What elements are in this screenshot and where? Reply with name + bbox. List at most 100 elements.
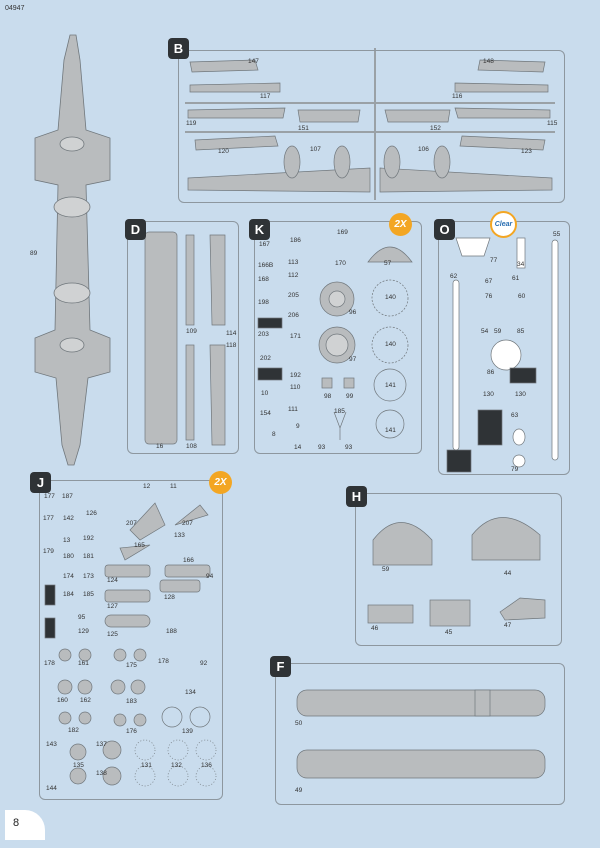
part-123: 123: [521, 148, 532, 155]
part-16: 16: [156, 443, 164, 450]
part-124: 124: [107, 577, 118, 584]
part-174: 174: [63, 573, 74, 580]
part-92: 92: [200, 660, 208, 667]
part-171: 171: [290, 333, 301, 340]
part-178a: 178: [44, 660, 55, 667]
part-77: 77: [490, 257, 498, 264]
part-62: 62: [450, 273, 458, 280]
part-79: 79: [511, 466, 519, 473]
part-132: 132: [171, 762, 182, 769]
frame-label-k: K: [249, 219, 270, 240]
sprue-f-parts: [296, 689, 546, 779]
frame-label-j: J: [30, 472, 51, 493]
frame-o: [438, 221, 570, 475]
part-54: 54: [481, 328, 489, 335]
part-13: 13: [63, 537, 71, 544]
part-134: 134: [185, 689, 196, 696]
part-170: 170: [335, 260, 346, 267]
frame-label-f: F: [270, 656, 291, 677]
sprue-h-parts: [367, 517, 546, 627]
part-192j: 192: [83, 535, 94, 542]
part-142: 142: [63, 515, 74, 522]
badge-2x-j: 2X: [209, 471, 232, 494]
part-118: 118: [226, 342, 237, 349]
part-10: 10: [261, 390, 269, 397]
part-44: 44: [504, 570, 512, 577]
part-125: 125: [107, 631, 118, 638]
page-number-tab: 8: [5, 810, 45, 840]
part-117: 117: [260, 93, 271, 100]
part-76: 76: [485, 293, 493, 300]
part-178b: 178: [158, 658, 169, 665]
part-173: 173: [83, 573, 94, 580]
part-108: 108: [186, 443, 197, 450]
part-14: 14: [294, 444, 302, 451]
part-183: 183: [126, 698, 137, 705]
part-106: 106: [418, 146, 429, 153]
part-144: 144: [46, 785, 57, 792]
part-147: 147: [248, 58, 259, 65]
part-186: 186: [290, 237, 301, 244]
part-140a: 140: [385, 294, 396, 301]
part-167: 167: [259, 241, 270, 248]
part-151: 151: [298, 125, 309, 132]
part-60: 60: [518, 293, 526, 300]
part-203: 203: [258, 331, 269, 338]
part-192: 192: [290, 372, 301, 379]
part-11: 11: [170, 483, 177, 490]
part-119: 119: [186, 120, 197, 127]
part-61: 61: [512, 275, 520, 282]
part-93a: 93: [318, 444, 326, 451]
frame-label-d: D: [125, 219, 146, 240]
sprue-d-parts: [144, 231, 226, 446]
frame-h: [355, 493, 562, 646]
sprue-o-parts: [446, 237, 559, 473]
part-182: 182: [68, 727, 79, 734]
part-113: 113: [288, 259, 299, 266]
part-99: 99: [346, 393, 354, 400]
part-188: 188: [166, 628, 177, 635]
part-59: 59: [382, 566, 390, 573]
part-9: 9: [296, 423, 300, 430]
part-135: 135: [73, 762, 84, 769]
part-184: 184: [63, 591, 74, 598]
part-126: 126: [86, 510, 97, 517]
frame-label-b: B: [168, 38, 189, 59]
part-207a: 207: [126, 520, 137, 527]
part-112: 112: [288, 272, 299, 279]
part-161: 161: [78, 660, 89, 667]
part-109: 109: [186, 328, 197, 335]
part-185j: 185: [83, 591, 94, 598]
part-205: 205: [288, 292, 299, 299]
part-120: 120: [218, 148, 229, 155]
part-45: 45: [445, 629, 453, 636]
part-180: 180: [63, 553, 74, 560]
part-47: 47: [504, 622, 512, 629]
part-93b: 93: [345, 444, 353, 451]
part-139: 139: [182, 728, 193, 735]
part-162: 162: [80, 697, 91, 704]
part-140b: 140: [385, 341, 396, 348]
part-49: 49: [295, 787, 303, 794]
part-137: 137: [96, 741, 107, 748]
part-136: 136: [201, 762, 212, 769]
part-89: 89: [30, 250, 38, 257]
frame-label-o: O: [434, 219, 455, 240]
part-130b: 130: [515, 391, 526, 398]
part-138: 138: [96, 770, 107, 777]
part-177b: 177: [43, 515, 54, 522]
part-160: 160: [57, 697, 68, 704]
part-141a: 141: [385, 382, 396, 389]
part-141b: 141: [385, 427, 396, 434]
part-130a: 130: [483, 391, 494, 398]
sprue-k-parts: [257, 246, 413, 440]
page-number: 8: [13, 817, 20, 829]
part-95: 95: [78, 614, 86, 621]
part-198: 198: [258, 299, 269, 306]
frame-label-h: H: [346, 486, 367, 507]
part-185: 185: [334, 408, 345, 415]
part-166: 166: [183, 557, 194, 564]
part-114: 114: [226, 330, 237, 337]
